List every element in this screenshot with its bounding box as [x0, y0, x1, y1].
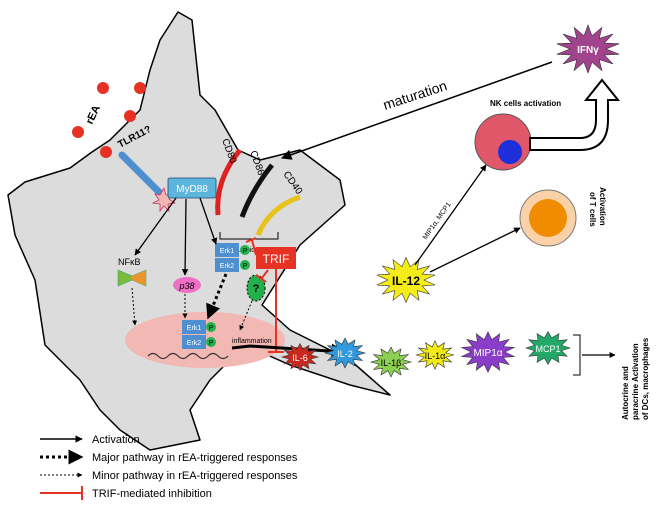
trif-box — [256, 247, 296, 269]
unknown-to-inflammation-arrow — [239, 300, 253, 331]
myd88-to-nfkb-arrow — [134, 197, 177, 256]
erk2-box — [215, 258, 239, 272]
nk-activation-label: NK cells activation — [490, 99, 561, 108]
nuclear-erk2-label: Erk2 — [187, 340, 202, 347]
il2-label: IL-2 — [337, 349, 353, 359]
t-activation-label-2: of T cells — [588, 192, 597, 227]
maturation-bracket — [219, 232, 279, 240]
p38-label: p38 — [178, 281, 194, 291]
legend-trif-line — [40, 486, 83, 500]
dna-strand — [147, 352, 229, 360]
il1b-star — [369, 346, 413, 378]
inflammation-label: inflammation — [232, 338, 272, 345]
il12-label: IL-12 — [392, 274, 420, 288]
phospho-label: P — [243, 263, 248, 270]
nfkb-subunit — [132, 270, 146, 286]
unknown-factor-label: ? — [253, 283, 260, 295]
nuclear-erk2-box — [182, 335, 206, 349]
rea-label: rEA — [84, 103, 103, 126]
phospho-marker — [206, 322, 216, 332]
autocrine-label-3: of DCs, macrophages — [641, 337, 650, 420]
mcp1-star — [525, 330, 571, 366]
legend-activation-label: Activation — [92, 434, 140, 446]
erk-to-nucleus-major-arrow — [206, 273, 228, 320]
maturation-label: maturation — [381, 77, 449, 113]
rea-particle — [124, 110, 136, 122]
nfkb-label: NFκB — [118, 257, 141, 267]
maturation-arrow — [281, 61, 553, 160]
p38-ellipse — [173, 277, 201, 293]
il2-star — [323, 337, 367, 369]
mip1a-label: MIP1α — [473, 348, 502, 359]
trif-inhibition-to-inflammation — [268, 269, 284, 353]
erk1-box — [215, 243, 239, 257]
phospho-label: P — [209, 340, 214, 347]
phospho-marker — [240, 260, 250, 270]
il1b-label: IL-1β — [381, 358, 402, 368]
ifng-label: IFNγ — [577, 45, 599, 56]
legend-trif-label: TRIF-mediated inhibition — [92, 488, 212, 500]
cd40-receptor — [255, 194, 301, 237]
erk2-label: Erk2 — [220, 263, 235, 270]
il12-star — [376, 256, 436, 304]
nucleus-to-cytokines-arrow — [231, 343, 347, 359]
trif-inhibition-to-maturation — [245, 237, 257, 256]
phospho-label: P — [209, 325, 214, 332]
il1a-star — [415, 340, 455, 371]
phospho-label: P — [243, 248, 248, 255]
legend-major-label: Major pathway in rEA-triggered responses — [92, 452, 298, 464]
trif-label: TRIF — [263, 252, 290, 266]
t-activation-label-1: Activation — [598, 187, 607, 226]
il6-star — [280, 342, 320, 372]
legend-minor-label: Minor pathway in rEA-triggered responses — [92, 470, 298, 482]
rea-particle — [72, 126, 84, 138]
il1a-label: IL-1α — [425, 351, 446, 361]
cd86-receptor — [239, 163, 274, 218]
phospho-marker — [206, 337, 216, 347]
il12-to-tcell-arrow — [429, 227, 521, 273]
trif-inhibition-to-unknown — [255, 269, 269, 283]
mip-mcp-label: MIP1α, MCP1 — [422, 201, 453, 241]
il12-to-nk-arrow — [414, 164, 487, 266]
cd80-receptor — [215, 148, 242, 216]
myd88-to-p38-arrow — [181, 198, 189, 276]
mcp1-label: MCP1 — [535, 344, 560, 354]
nk-to-ifng-arrow — [529, 78, 621, 151]
myd88-to-erk-arrow — [199, 197, 218, 245]
nuclear-erk1-box — [182, 320, 206, 334]
ifng-star — [556, 24, 620, 74]
tlr11-receptor — [118, 151, 164, 197]
rea-particle — [134, 82, 146, 94]
unknown-factor — [246, 274, 266, 302]
autocrine-label-1: Autocrine and — [621, 366, 630, 420]
nk-cell-nucleus — [498, 140, 522, 164]
dendritic-cell-body — [7, 11, 391, 451]
nuclear-erk1-label: Erk1 — [187, 325, 202, 332]
myd88-label: MyD88 — [176, 184, 208, 195]
autocrine-bracket — [573, 334, 581, 376]
rea-particle — [97, 82, 109, 94]
autocrine-label-2: paracrine Activation — [631, 343, 640, 420]
il6-label: IL-6 — [292, 353, 308, 363]
phospho-marker — [240, 245, 250, 255]
erk1-label: Erk1 — [220, 248, 235, 255]
mip1a-star — [460, 331, 516, 373]
rea-particle — [100, 146, 112, 158]
legend: Activation Major pathway in rEA-triggere… — [40, 434, 298, 500]
t-cell-nucleus — [529, 199, 567, 237]
myd88-box — [167, 177, 217, 199]
